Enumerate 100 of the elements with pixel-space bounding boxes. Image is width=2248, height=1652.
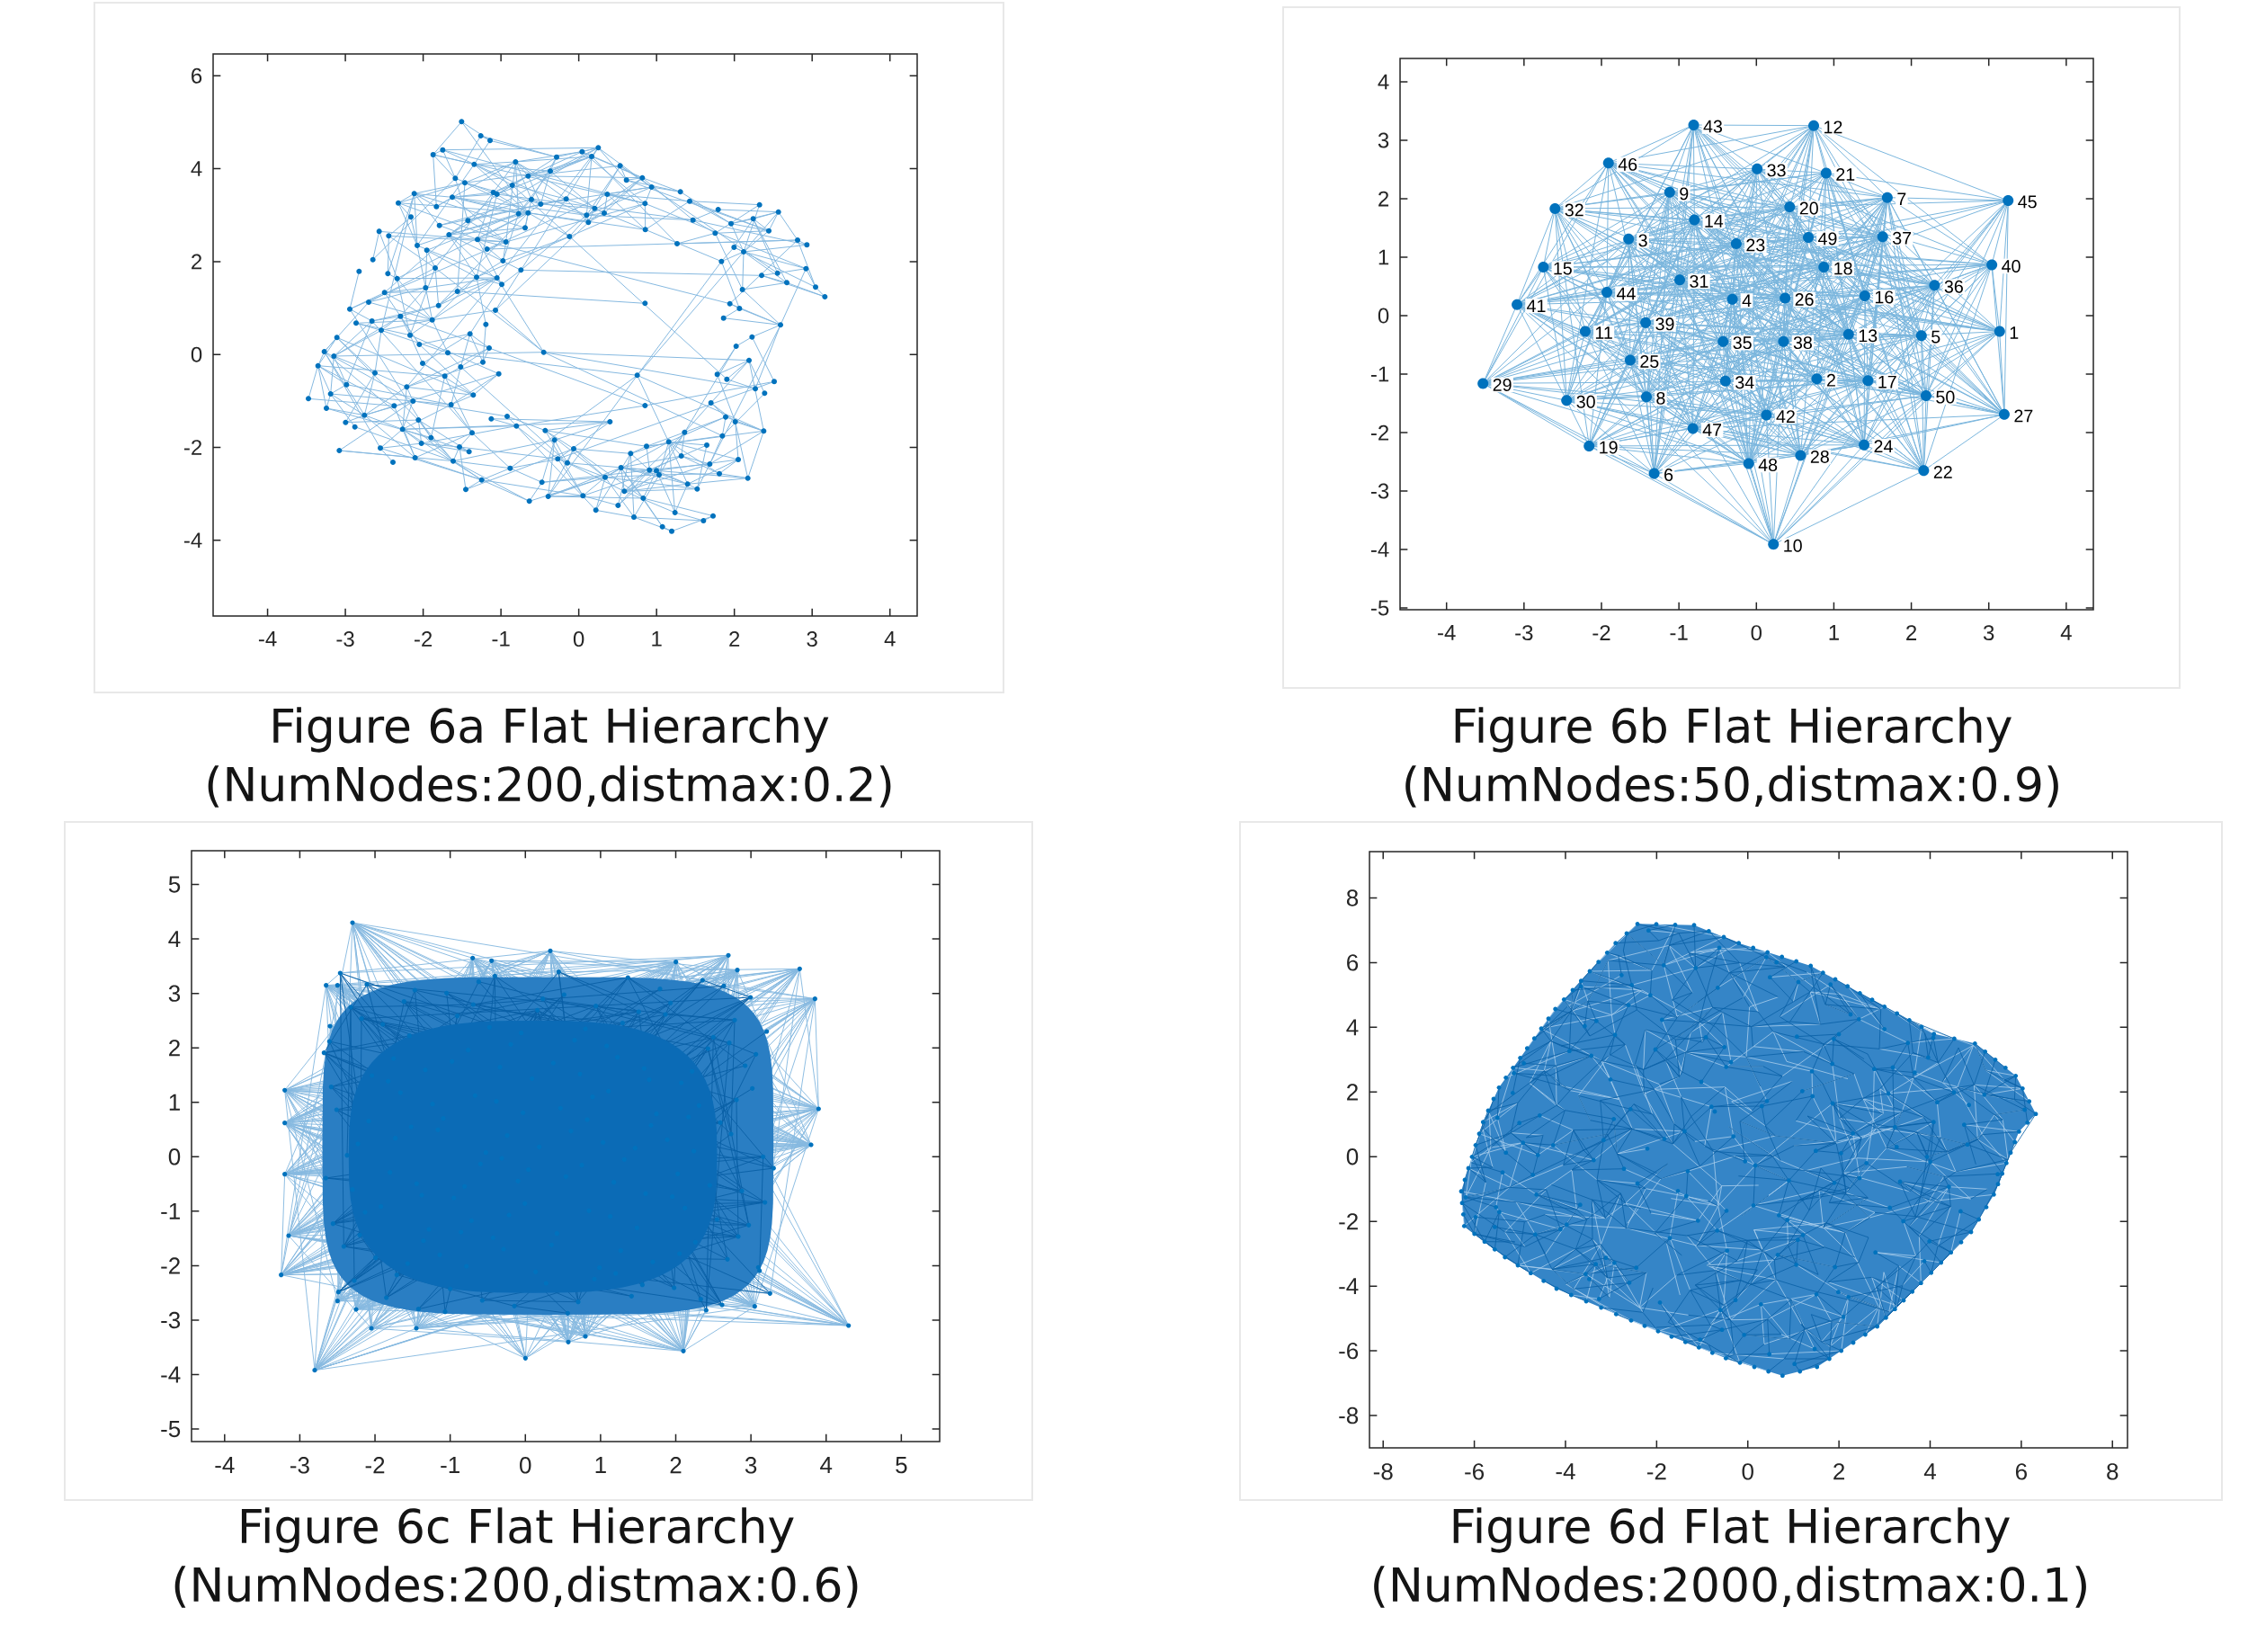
y-tick-label: -8 (1339, 1406, 1359, 1424)
x-tick-label: -4 (1556, 1463, 1575, 1480)
y-tick-label: 2 (1347, 1084, 1358, 1101)
point-label: 27 (2012, 408, 2035, 424)
x-tick-label: -1 (441, 1457, 459, 1473)
y-tick-label: -4 (1339, 1278, 1359, 1295)
y-tick-label: -5 (1370, 600, 1389, 616)
point-label: 40 (2000, 258, 2022, 274)
y-tick-label: 6 (1347, 954, 1359, 971)
y-tick-label: 5 (168, 876, 181, 893)
point-label: 43 (1701, 119, 1725, 134)
x-tick-label: 0 (520, 1457, 531, 1474)
x-tick-label: -2 (365, 1457, 385, 1474)
x-tick-label: 6 (2015, 1463, 2027, 1480)
point-label: 37 (1890, 230, 1913, 246)
point-label: 3 (1637, 233, 1649, 248)
x-tick-label: 0 (573, 631, 584, 647)
point-label: 19 (1597, 440, 1619, 455)
x-tick-label: 2 (670, 1457, 682, 1474)
y-tick-label: -2 (1339, 1213, 1358, 1230)
x-tick-label: 2 (1833, 1463, 1845, 1480)
x-tick-label: 3 (1983, 625, 1994, 641)
x-tick-label: -4 (215, 1457, 235, 1473)
point-label: 36 (1942, 279, 1966, 295)
x-tick-label: 0 (1751, 625, 1762, 641)
point-label: 12 (1822, 120, 1844, 135)
point-label: 34 (1734, 375, 1756, 390)
y-tick-label: 1 (1378, 249, 1389, 265)
x-tick-label: 8 (2107, 1463, 2119, 1480)
x-tick-label: -4 (1438, 625, 1456, 640)
y-tick-label: 2 (169, 1040, 180, 1057)
x-tick-label: -2 (1592, 625, 1610, 640)
y-tick-label: 0 (191, 346, 202, 362)
y-tick-label: 0 (168, 1148, 181, 1165)
y-tick-label: -2 (161, 1257, 180, 1274)
x-tick-label: 1 (652, 631, 662, 647)
x-tick-label: 4 (2060, 625, 2072, 640)
x-tick-label: -1 (1670, 625, 1688, 640)
y-tick-label: 2 (1378, 191, 1389, 207)
x-tick-label: -2 (1646, 1463, 1666, 1480)
y-tick-label: 4 (168, 931, 181, 948)
y-tick-label: -2 (183, 440, 202, 455)
point-label: 28 (1808, 449, 1832, 465)
y-tick-label: 8 (1346, 889, 1359, 906)
x-tick-label: 3 (745, 1457, 757, 1474)
point-label: 15 (1551, 261, 1574, 276)
point-label: 24 (1872, 439, 1895, 454)
point-label: 16 (1873, 290, 1896, 305)
y-tick-label: 4 (1378, 74, 1389, 90)
figure-caption: Figure 6c Flat Hierarchy (NumNodes:200,distmax:0.6) (174, 1507, 858, 1608)
point-label: 50 (1934, 389, 1957, 405)
x-tick-label: -2 (414, 631, 433, 647)
point-label: 1 (2007, 325, 2021, 341)
point-label: 11 (1593, 325, 1615, 341)
point-label: 13 (1856, 328, 1879, 344)
y-tick-label: -4 (161, 1366, 181, 1383)
y-tick-label: -1 (161, 1202, 180, 1219)
point-label: 10 (1781, 538, 1804, 553)
x-tick-label: 4 (820, 1457, 833, 1473)
point-label: 44 (1615, 286, 1637, 301)
point-label: 39 (1654, 317, 1676, 332)
point-label: 41 (1525, 299, 1548, 314)
x-tick-label: 0 (1742, 1463, 1753, 1480)
x-tick-label: -4 (258, 631, 277, 647)
y-tick-label: -3 (1370, 483, 1389, 499)
point-label: 29 (1491, 377, 1513, 393)
y-tick-label: 1 (169, 1094, 180, 1111)
y-tick-label: 0 (1378, 308, 1389, 324)
x-tick-label: -3 (1515, 625, 1533, 641)
y-tick-label: -6 (1339, 1342, 1359, 1360)
x-tick-label: 2 (729, 631, 740, 647)
y-tick-label: 3 (1378, 132, 1389, 148)
point-label: 45 (2016, 194, 2038, 210)
x-tick-label: 4 (884, 631, 896, 647)
point-label: 7 (1896, 192, 1908, 207)
x-tick-label: -6 (1465, 1463, 1485, 1480)
point-label: 32 (1563, 202, 1586, 218)
point-label: 23 (1744, 237, 1767, 253)
y-tick-label: -2 (1370, 424, 1389, 441)
x-tick-label: 4 (1923, 1463, 1936, 1480)
x-tick-label: -3 (336, 631, 354, 647)
point-label: 26 (1793, 291, 1815, 308)
point-label: 49 (1816, 231, 1839, 246)
point-label: 30 (1574, 394, 1597, 410)
point-label: 46 (1616, 156, 1639, 173)
y-tick-label: 6 (192, 67, 202, 84)
figure-caption: Figure 6b Flat Hierarchy (NumNodes:50,distmax:0.9) (1405, 707, 2058, 808)
x-tick-label: 1 (1829, 625, 1839, 640)
y-tick-label: -3 (161, 1311, 181, 1329)
y-tick-label: 2 (192, 254, 202, 270)
x-tick-label: 2 (1906, 625, 1917, 640)
x-tick-label: 3 (807, 631, 817, 647)
point-label: 21 (1834, 166, 1857, 183)
point-label: 33 (1765, 163, 1788, 178)
figure-caption: Figure 6d Flat Hierarchy (NumNodes:2000,distmax:0.1) (1374, 1507, 2086, 1608)
y-tick-label: 0 (1346, 1148, 1359, 1165)
y-tick-label: -4 (1370, 541, 1389, 558)
y-tick-label: -5 (161, 1421, 181, 1438)
x-tick-label: 5 (896, 1457, 907, 1474)
figure-caption: Figure 6a Flat Hierarchy (NumNodes:200,distmax:0.2) (208, 707, 891, 808)
